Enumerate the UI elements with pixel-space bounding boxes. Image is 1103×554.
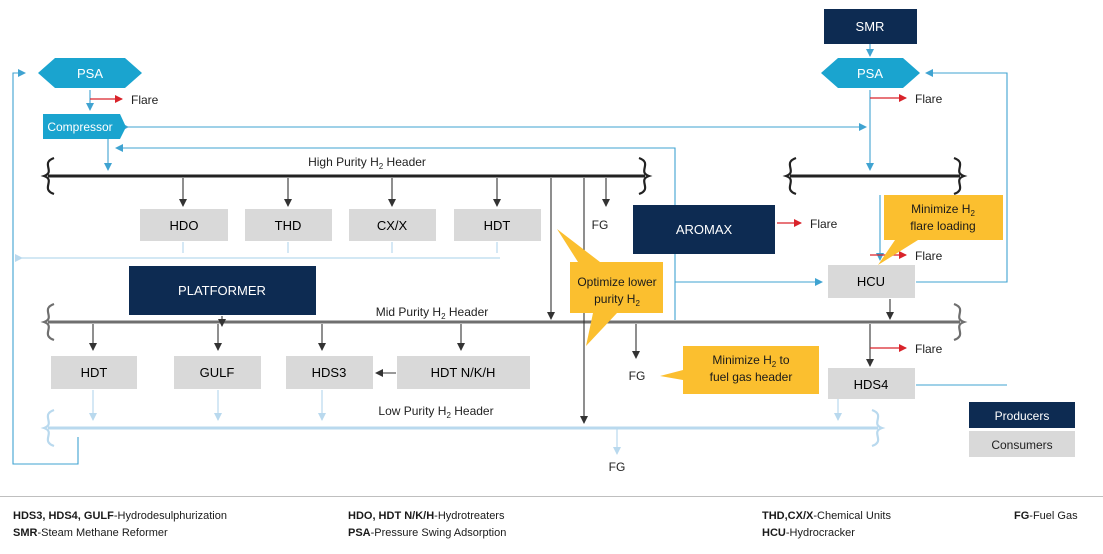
thd-box	[245, 209, 332, 241]
fg-label-low: FG	[609, 460, 626, 474]
abbreviation-footer: HDS3, HDS4, GULF-Hydrodesulphurization S…	[0, 496, 1103, 554]
compressor-unit: Compressor	[43, 114, 126, 139]
flare-label-left-psa: Flare	[131, 93, 159, 107]
low-purity-header: Low Purity H2 Header	[40, 404, 886, 448]
hdt-top-label: HDT	[484, 218, 511, 233]
cxx-label: CX/X	[377, 218, 408, 233]
abbr-hcu: HCU-Hydrocracker	[762, 527, 855, 539]
hdtnkh-box	[397, 356, 530, 389]
flare-label-hcu: Flare	[915, 249, 943, 263]
blue-flow-lines	[12, 44, 1008, 465]
abbr-hydrotreaters: HDO, HDT N/K/H-Hydrotreaters	[348, 510, 505, 522]
callout-flare-loading: Minimize H2 flare loading	[878, 195, 1003, 265]
legend-producers-label: Producers	[995, 409, 1050, 423]
consumer-units: HDO THD CX/X HDT HCU HDT GULF HDS3 HDT N…	[51, 209, 915, 399]
flow-labels: Flare Flare Flare Flare Flare FG FG FG	[131, 92, 943, 474]
mid-purity-header-label: Mid Purity H2 Header	[376, 305, 489, 321]
abbr-fuel-gas: FG-Fuel Gas	[1014, 510, 1078, 522]
platformer-label: PLATFORMER	[178, 283, 266, 298]
svg-text:Minimize H2: Minimize H2	[911, 202, 975, 218]
flare-label-hds4: Flare	[915, 342, 943, 356]
thd-label: THD	[275, 218, 302, 233]
flare-label-aromax: Flare	[810, 217, 838, 231]
flare-label-right-psa: Flare	[915, 92, 943, 106]
gulf-label: GULF	[200, 365, 235, 380]
fg-label-mid: FG	[629, 369, 646, 383]
aromax-label: AROMAX	[676, 222, 733, 237]
smr-unit: SMR	[824, 9, 917, 44]
callout-lower-purity: Optimize lower purity H2	[557, 229, 663, 346]
compressor-label: Compressor	[47, 120, 112, 134]
low-purity-lines	[15, 242, 842, 455]
svg-text:fuel gas header: fuel gas header	[710, 370, 793, 384]
abbr-hydrodesulphurization: HDS3, HDS4, GULF-Hydrodesulphurization	[13, 510, 227, 522]
svg-text:Minimize H2 to: Minimize H2 to	[712, 353, 789, 369]
legend-consumers-swatch	[969, 431, 1075, 457]
abbr-smr: SMR-Steam Methane Reformer	[13, 527, 168, 539]
right-high-purity-header	[782, 156, 968, 196]
gulf-box	[174, 356, 261, 389]
psa-left-label: PSA	[77, 66, 103, 81]
mid-purity-header: Mid Purity H2 Header	[40, 302, 968, 342]
hdtnkh-label: HDT N/K/H	[431, 365, 496, 380]
psa-left-unit: PSA	[38, 58, 142, 88]
hcu-box	[828, 265, 915, 298]
hds3-label: HDS3	[312, 365, 347, 380]
aromax-unit: AROMAX	[633, 205, 775, 254]
hds4-label: HDS4	[854, 377, 889, 392]
svg-text:flare loading: flare loading	[910, 219, 975, 233]
svg-text:Optimize lower: Optimize lower	[577, 275, 656, 289]
hds4-box	[828, 368, 915, 399]
cxx-box	[349, 209, 436, 241]
fg-label-high: FG	[592, 218, 609, 232]
high-purity-header-label: High Purity H2 Header	[308, 155, 426, 171]
hds3-box	[286, 356, 373, 389]
legend: Producers Consumers	[969, 402, 1075, 457]
psa-right-label: PSA	[857, 66, 883, 81]
low-purity-header-label: Low Purity H2 Header	[378, 404, 493, 420]
legend-consumers-label: Consumers	[991, 438, 1052, 452]
hdo-label: HDO	[170, 218, 199, 233]
psa-right-unit: PSA	[821, 58, 920, 88]
hdt-bottom-label: HDT	[81, 365, 108, 380]
legend-producers-swatch	[969, 402, 1075, 428]
hdo-box	[140, 209, 228, 241]
hcu-label: HCU	[857, 274, 885, 289]
hdt-bottom-box	[51, 356, 137, 389]
svg-text:purity H2: purity H2	[594, 292, 640, 308]
callout-fuel-gas: Minimize H2 to fuel gas header	[660, 346, 819, 394]
high-purity-header: High Purity H2 Header	[40, 155, 653, 196]
abbr-chemical-units: THD,CX/X-Chemical Units	[762, 510, 891, 522]
hdt-top-box	[454, 209, 541, 241]
smr-label: SMR	[856, 19, 885, 34]
abbr-psa: PSA-Pressure Swing Adsorption	[348, 527, 507, 539]
platformer-unit: PLATFORMER	[129, 266, 316, 315]
